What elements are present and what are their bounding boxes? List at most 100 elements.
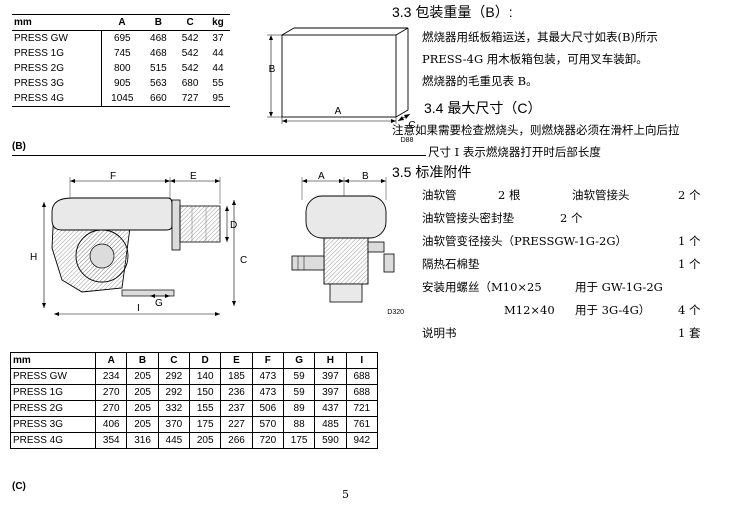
table-c: mm A B C D E F G H I PRESS GW 234 205 29…: [9, 352, 379, 449]
table-b-tag: (B): [12, 141, 26, 152]
table-cell: 721: [345, 400, 379, 417]
table-cell: 175: [189, 416, 222, 433]
table-c-header-cell: B: [126, 352, 159, 369]
table-cell: 485: [314, 416, 347, 433]
table-c-header-cell: E: [220, 352, 253, 369]
table-b-header-cell: B: [154, 17, 162, 28]
burner-front-view-diagram: A B D320: [291, 171, 404, 316]
table-row: PRESS 2G 270 205 332 155 237 506 89 437 …: [9, 400, 379, 417]
table-row: PRESS 1G 745 468 542 44: [12, 46, 230, 61]
accessory-row: 说明书 1 套: [422, 322, 712, 344]
table-c-header-cell: C: [157, 352, 191, 369]
table-cell: PRESS 2G: [12, 61, 103, 76]
table-cell: 150: [189, 384, 222, 401]
accessory-row: M12×40 用于 3G-4G） 4 个: [422, 299, 712, 321]
table-cell: 1045: [111, 93, 134, 104]
table-cell: 59: [282, 384, 316, 401]
section-divider: [12, 155, 426, 156]
table-c-header-cell: I: [345, 352, 379, 369]
section-3-3-title: 3.3 包装重量（B）:: [392, 4, 513, 20]
box-figure-code: D88: [401, 137, 414, 144]
table-cell: 234: [95, 368, 128, 385]
table-row: PRESS 2G 800 515 542 44: [12, 61, 230, 76]
table-c-header-cell: D: [189, 352, 222, 369]
table-cell: PRESS 4G: [12, 91, 103, 107]
section-3-3-line: PRESS-4G 用木板箱包装，可用叉车装卸。: [422, 52, 648, 66]
section-3-5-title: 3.5 标准附件: [392, 164, 472, 180]
section-3-3-line: 燃烧器的毛重见表 B。: [422, 74, 538, 88]
accessory-qty: 1 个: [678, 234, 701, 248]
dim-label-b: B: [362, 171, 369, 182]
table-b-header: mm A B C kg: [12, 15, 230, 31]
table-cell: 745: [113, 48, 131, 59]
table-cell: 397: [314, 368, 347, 385]
table-row: PRESS 4G 354 316 445 205 266 720 175 590…: [9, 432, 379, 449]
accessory-name: 安装用螺丝（M10×25: [422, 280, 542, 294]
table-b-header-cell: A: [118, 17, 126, 28]
table-cell: 445: [157, 432, 191, 449]
table-cell: PRESS 2G: [9, 400, 97, 417]
table-cell: 695: [113, 33, 131, 44]
table-c-tag: (C): [12, 481, 26, 492]
table-cell: 370: [157, 416, 191, 433]
table-cell: 332: [157, 400, 191, 417]
table-cell: 155: [189, 400, 222, 417]
table-cell: 266: [220, 432, 253, 449]
table-cell: PRESS 3G: [9, 416, 97, 433]
section-3-4-title: 3.4 最大尺寸（C）: [424, 100, 542, 116]
table-cell: 205: [126, 416, 159, 433]
accessory-row: 油软管 2 根 油软管接头 2 个: [422, 184, 712, 206]
accessory-row: 安装用螺丝（M10×25 用于 GW-1G-2G: [422, 276, 712, 298]
table-cell: 688: [345, 384, 379, 401]
table-cell: 185: [220, 368, 253, 385]
table-cell: 761: [345, 416, 379, 433]
table-cell: PRESS 4G: [9, 432, 97, 449]
accessory-name: 油软管接头: [572, 188, 630, 202]
table-row: PRESS GW 234 205 292 140 185 473 59 397 …: [9, 368, 379, 385]
accessory-name: 油软管: [422, 188, 457, 202]
table-row: PRESS GW 695 468 542 37: [12, 30, 230, 46]
accessory-qty: 2 根: [498, 188, 521, 202]
table-cell: 205: [189, 432, 222, 449]
dim-label-i: I: [137, 303, 140, 314]
table-cell: 205: [126, 400, 159, 417]
table-row: PRESS 4G 1045 660 727 95: [12, 91, 230, 107]
table-cell: 942: [345, 432, 379, 449]
dim-label-h: H: [30, 252, 37, 263]
box-label-a: A: [335, 106, 342, 117]
table-cell: 237: [220, 400, 253, 417]
accessory-name: 油软管变径接头（PRESSGW-1G-2G）: [422, 234, 628, 248]
table-cell: 680: [181, 78, 199, 89]
table-cell: PRESS 1G: [9, 384, 97, 401]
table-cell: 205: [126, 368, 159, 385]
table-cell: 468: [150, 48, 167, 59]
table-cell: 563: [150, 78, 167, 89]
table-cell: 542: [181, 63, 199, 74]
table-cell: 727: [181, 93, 199, 104]
accessory-qty: 2 个: [560, 211, 583, 225]
accessory-qty: 1 个: [678, 257, 701, 271]
table-cell: PRESS 1G: [12, 46, 103, 61]
table-cell: 55: [212, 78, 224, 89]
accessory-qty: 2 个: [678, 188, 701, 202]
table-b-header-cell: C: [186, 17, 194, 28]
table-cell: 468: [150, 33, 167, 44]
table-row: PRESS 3G 406 205 370 175 227 570 88 485 …: [9, 416, 379, 433]
table-cell: 397: [314, 384, 347, 401]
table-cell: 44: [212, 48, 224, 59]
accessory-name: 隔热石棉垫: [422, 257, 480, 271]
table-cell: 227: [220, 416, 253, 433]
burner-side-view-diagram: F E H D C G I: [30, 171, 247, 316]
table-cell: 316: [126, 432, 159, 449]
dim-label-f: F: [110, 171, 116, 182]
dim-label-c: C: [240, 255, 247, 266]
table-cell: PRESS GW: [12, 30, 103, 46]
table-cell: 44: [212, 63, 224, 74]
accessory-row: 油软管变径接头（PRESSGW-1G-2G） 1 个: [422, 230, 712, 252]
dim-label-g: G: [155, 298, 163, 309]
accessory-row: 油软管接头密封垫 2 个: [422, 207, 712, 229]
accessory-name: M12×40: [504, 303, 555, 317]
table-c-header-cell: G: [282, 352, 316, 369]
accessory-row: 隔热石棉垫 1 个: [422, 253, 712, 275]
table-cell: 800: [113, 63, 131, 74]
